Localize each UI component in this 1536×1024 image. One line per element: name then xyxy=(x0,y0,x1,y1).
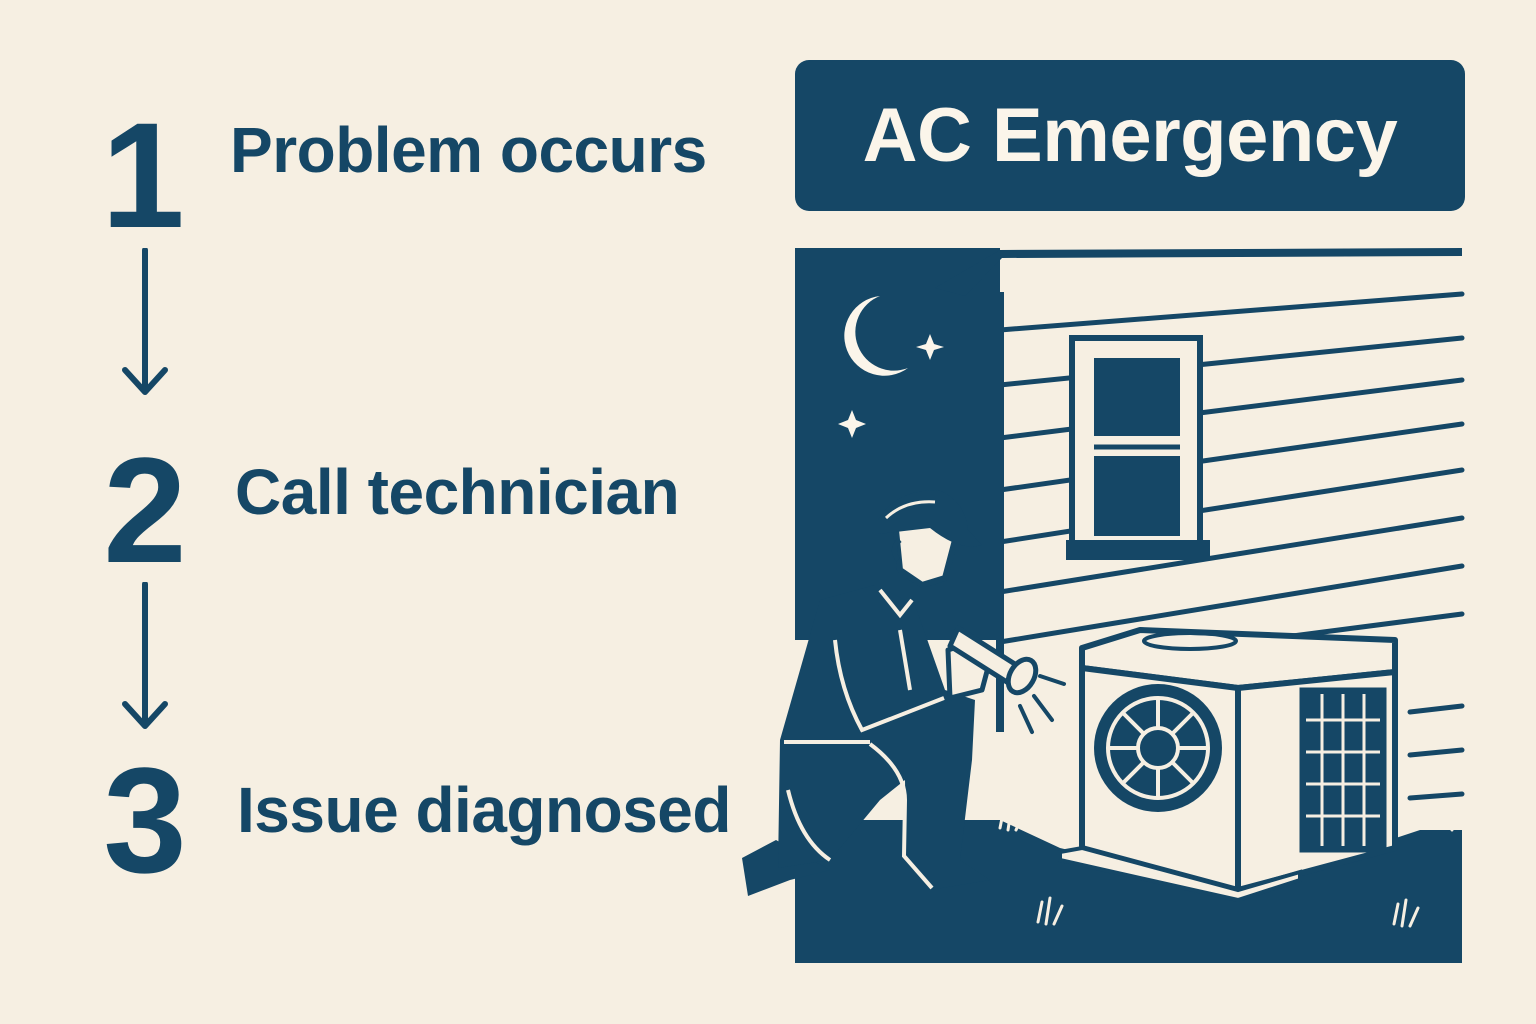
night-sky xyxy=(795,248,1000,640)
flashlight-icon xyxy=(947,625,1039,696)
step-label-2: Call technician xyxy=(235,456,680,528)
arrow-down-icon xyxy=(122,582,168,729)
window xyxy=(1066,335,1210,560)
ac-condenser-unit xyxy=(1058,627,1398,903)
ac-emergency-illustration xyxy=(742,248,1465,963)
grass-icon xyxy=(998,802,1458,928)
title-text: AC Emergency xyxy=(862,92,1398,178)
roof-eave xyxy=(935,248,1462,296)
flashlight-beam xyxy=(1018,674,1066,734)
arrow-down-icon xyxy=(122,248,168,395)
step-number-3: 3 xyxy=(103,736,187,904)
step-number-2: 2 xyxy=(103,426,187,594)
star-icon xyxy=(916,334,944,360)
fan-grille xyxy=(1094,684,1222,812)
step-label-3: Issue diagnosed xyxy=(237,774,731,846)
ground xyxy=(795,820,1462,963)
step-label-1: Problem occurs xyxy=(230,114,707,186)
star-icon xyxy=(838,410,866,438)
moon-icon xyxy=(844,296,908,376)
title-banner: AC Emergency xyxy=(795,60,1465,211)
technician xyxy=(742,490,1039,896)
step-number-1: 1 xyxy=(101,91,185,259)
house-corner xyxy=(996,292,1004,732)
